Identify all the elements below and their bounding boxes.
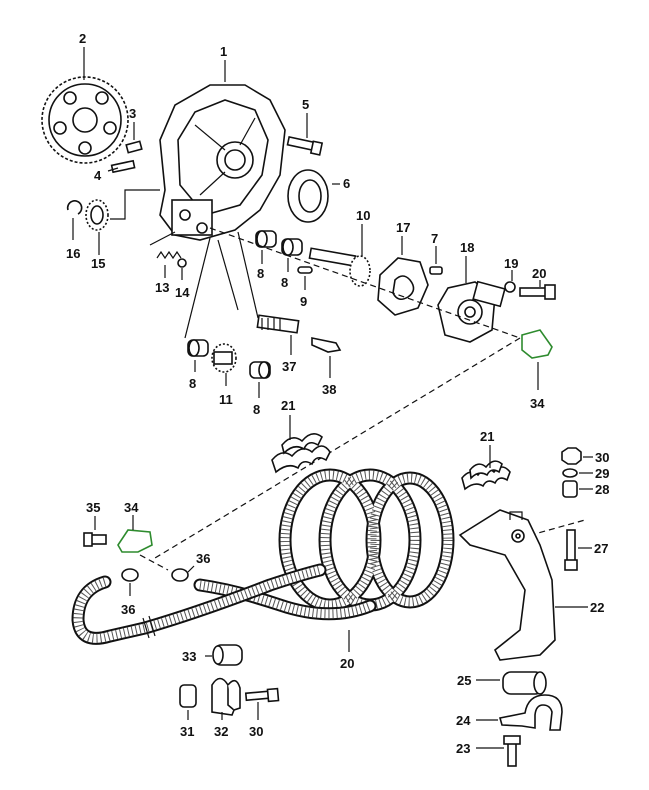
callout-8-d: 8 <box>253 402 260 417</box>
housing-cover-part <box>159 84 286 241</box>
callout-1: 1 <box>220 44 227 59</box>
callout-19: 20 <box>532 266 546 281</box>
callout-9: 9 <box>300 294 307 309</box>
callout-18: 19 <box>504 256 518 271</box>
callout-13: 14 <box>175 285 190 300</box>
callout-4: 4 <box>94 168 102 183</box>
callout-21-a: 21 <box>281 398 295 413</box>
callout-30: 30 <box>249 724 263 739</box>
clip-part-left <box>271 433 331 474</box>
callout-28: 29 <box>595 466 609 481</box>
callout-5: 5 <box>302 97 309 112</box>
callout-12: 13 <box>155 280 169 295</box>
callout-38: 38 <box>322 382 336 397</box>
callout-20: 20 <box>340 656 354 671</box>
coiled-hose-part <box>71 468 455 645</box>
mounting-bracket-part <box>458 509 556 661</box>
callout-22: 22 <box>590 600 604 615</box>
callout-8-b: 8 <box>281 275 288 290</box>
callout-34-a: 34 <box>530 396 545 411</box>
callout-25: 25 <box>457 673 471 688</box>
callout-31: 31 <box>180 724 194 739</box>
callout-26: 27 <box>594 541 608 556</box>
callout-36-a: 36 <box>121 602 135 617</box>
callout-8-c: 8 <box>189 376 196 391</box>
callout-3: 3 <box>129 106 136 121</box>
callout-10: 10 <box>356 208 370 223</box>
callout-11: 11 <box>219 392 233 407</box>
callout-23: 23 <box>456 741 470 756</box>
callout-14: 15 <box>91 256 105 271</box>
callout-6: 6 <box>343 176 350 191</box>
clip-part-right <box>461 460 511 491</box>
callout-17: 18 <box>460 240 474 255</box>
callout-27: 28 <box>595 482 609 497</box>
callout-16: 17 <box>396 220 410 235</box>
callout-37: 37 <box>282 359 296 374</box>
callout-21-b: 21 <box>480 429 494 444</box>
callout-7: 7 <box>431 231 438 246</box>
callout-35: 35 <box>86 500 100 515</box>
callout-36-b: 36 <box>196 551 210 566</box>
callout-33: 33 <box>182 649 196 664</box>
callout-15: 16 <box>66 246 80 261</box>
callout-8-a: 8 <box>257 266 264 281</box>
sprocket-gear-part <box>41 76 129 164</box>
callout-32: 32 <box>214 724 228 739</box>
callout-2: 2 <box>79 31 86 46</box>
callout-34-b: 34 <box>124 500 139 515</box>
callout-29: 30 <box>595 450 609 465</box>
callout-24: 24 <box>456 713 471 728</box>
